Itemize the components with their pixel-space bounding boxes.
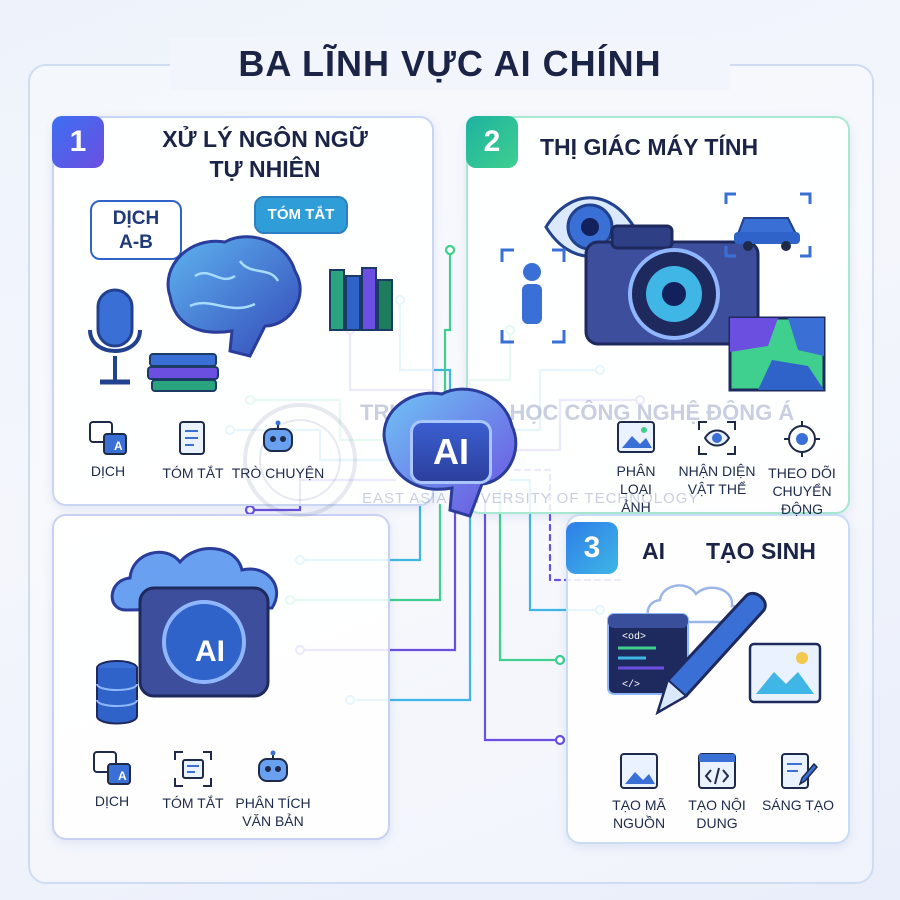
- university-seal-watermark: [243, 403, 357, 517]
- panel-number-3: 3: [566, 522, 618, 574]
- svg-text:A: A: [114, 439, 123, 453]
- center-ai-badge: AI: [410, 420, 492, 484]
- page-title: BA LĨNH VỰC AI CHÍNH: [170, 38, 730, 90]
- ml-feature-summary: TÓM TẮT: [156, 750, 230, 812]
- nlp-feature-summary: TÓM TẮT: [156, 420, 230, 482]
- brain-icon: [166, 235, 302, 358]
- books-icon: [329, 267, 393, 331]
- document-icon: [179, 421, 205, 455]
- cv-feature-motion-tracking: THEO DÕI CHUYỂN ĐỘNG: [756, 420, 848, 518]
- panel-title-nlp: XỬ LÝ NGÔN NGỮ TỰ NHIÊN: [162, 126, 368, 182]
- cv-feature-object-detection: NHẬN DIỆN VẬT THỂ: [676, 420, 758, 498]
- cloud-chip-icon: [110, 547, 279, 698]
- edit-document-icon: [781, 753, 818, 789]
- translate-icon: A: [93, 751, 131, 785]
- ml-feature-text-analysis: PHÂN TÍCH VĂN BẢN: [228, 750, 318, 830]
- eye-scan-icon: [698, 421, 736, 455]
- gen-feature-creative: SÁNG TẠO: [758, 752, 838, 814]
- code-tag-open: <od>: [622, 632, 647, 643]
- ml-feature-translate: A DỊCH: [80, 750, 144, 810]
- summary-frame-icon: [174, 751, 212, 787]
- microphone-icon: [88, 288, 142, 385]
- translate-icon: A: [89, 421, 127, 455]
- nlp-feature-chat: TRÒ CHUYỆN: [230, 420, 326, 482]
- segmentation-map-icon: [728, 316, 826, 392]
- pen-icon: [655, 591, 767, 716]
- panel-number-2: 2: [466, 116, 518, 168]
- stacked-books-icon: [147, 353, 219, 392]
- database-icon: [96, 660, 138, 725]
- picture-frame-icon: [748, 642, 822, 704]
- image-icon: [617, 421, 655, 453]
- image-frame-icon: [620, 753, 658, 789]
- robot-icon: [258, 750, 288, 782]
- watermark-subtext: EAST ASIA UNIVERSITY OF TECHNOLOGY: [362, 490, 700, 507]
- target-icon: [784, 421, 820, 457]
- panel-title-gen-generative: TẠO SINH: [706, 538, 816, 564]
- gen-feature-content: TẠO NỘI DUNG: [682, 752, 752, 832]
- gen-feature-source-code: TẠO MÃ NGUỒN: [604, 752, 674, 832]
- summary-bubble: TÓM TẮT: [254, 196, 348, 234]
- cv-feature-image-classification: PHÂN LOẠI ẢNH: [604, 420, 668, 516]
- code-tag-close: </>: [622, 680, 641, 691]
- panel-number-1: 1: [52, 116, 104, 168]
- code-window-illustration: [607, 613, 689, 695]
- translate-bubble: DỊCH A-B: [90, 200, 182, 260]
- nlp-feature-translate: A DỊCH: [80, 420, 136, 480]
- camera-icon: [584, 224, 760, 346]
- robot-icon: [263, 420, 293, 452]
- svg-text:A: A: [118, 769, 127, 783]
- chip-ai-label: AI: [195, 635, 225, 668]
- code-window-icon: [698, 753, 736, 789]
- car-detect-icon: [724, 192, 812, 258]
- person-detect-icon: [500, 248, 566, 344]
- panel-title-cv: THỊ GIÁC MÁY TÍNH: [540, 134, 759, 160]
- panel-title-gen-ai: AI: [642, 538, 665, 564]
